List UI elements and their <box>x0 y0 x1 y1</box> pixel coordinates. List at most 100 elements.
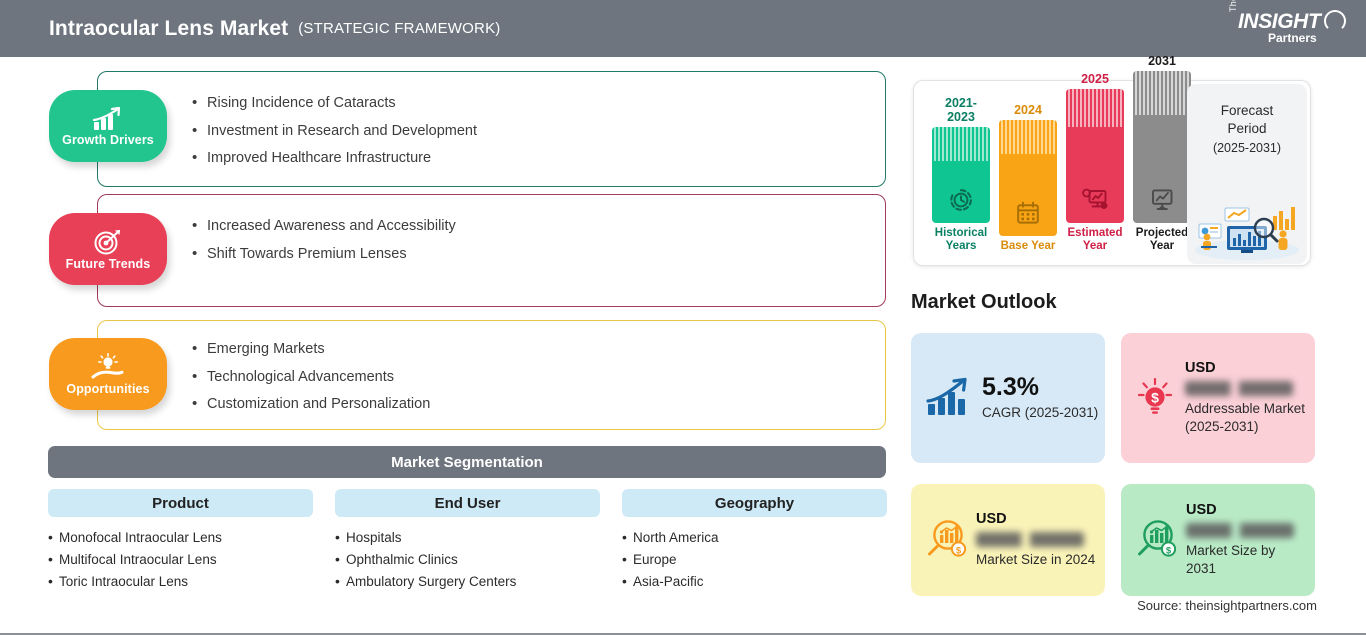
calendar-icon <box>1017 202 1039 225</box>
outlook-card-market-size-2031[interactable]: $ USD Market Size by 2031 <box>1121 484 1315 596</box>
bar-stripe-overlay <box>999 120 1057 155</box>
lightbulb-dollar-icon: $ <box>1137 377 1173 414</box>
forecast-title-line1: Forecast <box>1220 103 1274 118</box>
list-item: Hospitals <box>335 529 600 545</box>
timeline-bar-historical: 2021-2023 Historical Years <box>932 96 990 254</box>
forecast-range: (2025-2031) <box>1212 141 1282 156</box>
list-item: Investment in Research and Development <box>192 123 477 139</box>
list-item: Customization and Personalization <box>192 396 430 412</box>
bar-stripe-overlay <box>1066 88 1124 127</box>
segmentation-header-geography: Geography <box>622 489 887 517</box>
badge-opportunities[interactable]: Opportunities <box>49 338 167 410</box>
magnifier-chart-dollar-icon: $ <box>928 520 967 557</box>
card-label: Market Size by 2031 <box>1186 543 1276 576</box>
timeline-bar <box>1066 88 1124 223</box>
analytics-gear-icon <box>1082 188 1108 209</box>
forecast-period-panel: Forecast Period (2025-2031) <box>1187 84 1307 264</box>
future-trends-content: Increased Awareness and Accessibility Sh… <box>192 218 456 274</box>
segmentation-list-product: Monofocal Intraocular Lens Multifocal In… <box>48 529 313 589</box>
badge-label: Opportunities <box>66 381 150 396</box>
growth-drivers-content: Rising Incidence of Cataracts Investment… <box>192 95 477 179</box>
badge-label: Future Trends <box>65 256 151 271</box>
list-item: Multifocal Intraocular Lens <box>48 551 313 567</box>
page-title: Intraocular Lens Market <box>49 16 289 40</box>
bar-stripe-overlay <box>932 126 990 161</box>
timeline-category-label: Projected Year <box>1135 226 1189 253</box>
badge-growth-drivers[interactable]: Growth Drivers <box>49 90 167 162</box>
blurred-value <box>1186 523 1294 539</box>
list-item: Improved Healthcare Infrastructure <box>192 150 477 166</box>
timeline-year-label: 2025 <box>1081 71 1109 86</box>
list-item: Increased Awareness and Accessibility <box>192 218 456 234</box>
usd-label: USD <box>1186 502 1217 519</box>
segmentation-list-geography: North America Europe Asia-Pacific <box>622 529 887 589</box>
list-item: Ambulatory Surgery Centers <box>335 573 600 589</box>
list-item: Shift Towards Premium Lenses <box>192 246 456 262</box>
list-item: North America <box>622 529 887 545</box>
svg-text:$: $ <box>956 545 962 556</box>
list-item: Technological Advancements <box>192 369 430 385</box>
logo-partners-text: Partners <box>1268 31 1317 45</box>
timeline-bar-base: 2024 Base Year <box>999 103 1057 254</box>
list-item: Rising Incidence of Cataracts <box>192 95 477 111</box>
logo-arc-icon <box>1324 10 1346 32</box>
target-dart-icon <box>94 229 120 254</box>
list-item: Toric Intraocular Lens <box>48 573 313 589</box>
data-analysis-illustration <box>1195 207 1299 260</box>
page-header: Intraocular Lens Market (STRATEGIC FRAME… <box>0 0 1366 57</box>
opportunities-list: Emerging Markets Technological Advanceme… <box>192 341 430 412</box>
insight-partners-logo: The INSIGHT Partners <box>1228 0 1348 50</box>
logo-insight-text: INSIGHT <box>1238 10 1321 33</box>
timeline-year-label: 2021-2023 <box>945 95 977 124</box>
outlook-card-market-size-2024[interactable]: $ USD Market Size in 2024 <box>911 484 1105 596</box>
blurred-value <box>1185 381 1293 397</box>
timeline-year-label: 2024 <box>1014 103 1042 118</box>
market-segmentation-header: Market Segmentation <box>48 446 886 478</box>
card-label: Addressable Market (2025-2031) <box>1185 401 1306 434</box>
svg-text:$: $ <box>1166 545 1172 556</box>
timeline-bar <box>1133 70 1191 223</box>
opportunities-content: Emerging Markets Technological Advanceme… <box>192 341 430 425</box>
bar-chart-arrow-icon <box>92 106 121 130</box>
segmentation-list-end-user: Hospitals Ophthalmic Clinics Ambulatory … <box>335 529 600 589</box>
list-item: Asia-Pacific <box>622 573 887 589</box>
timeline-bar-projected: 2031 Projected Year <box>1133 54 1191 254</box>
blurred-value <box>976 532 1084 548</box>
cagr-value: 5.3% <box>982 372 1039 401</box>
forecast-title-line2: Period <box>1227 121 1267 137</box>
bar-stripe-overlay <box>1133 70 1191 115</box>
magnifier-chart-dollar-icon: $ <box>1138 520 1177 557</box>
timeline-category-label: Base Year <box>1000 240 1056 253</box>
segmentation-header-end-user: End User <box>335 489 600 517</box>
list-item: Emerging Markets <box>192 341 430 357</box>
usd-label: USD <box>1185 360 1216 377</box>
timeline-bar <box>932 126 990 223</box>
page-subtitle: (STRATEGIC FRAMEWORK) <box>298 20 501 37</box>
lightbulb-hand-icon <box>91 352 124 378</box>
badge-label: Growth Drivers <box>62 132 154 147</box>
study-period-timeline-chart: 2021-2023 Historical Years 2024 <box>913 54 1311 266</box>
clock-history-icon <box>950 189 972 211</box>
svg-text:$: $ <box>1151 389 1159 405</box>
list-item: Europe <box>622 551 887 567</box>
segmentation-column-geography: Geography North America Europe Asia-Paci… <box>622 489 887 596</box>
list-item: Ophthalmic Clinics <box>335 551 600 567</box>
segmentation-header-product: Product <box>48 489 313 517</box>
presentation-chart-icon <box>1152 189 1173 210</box>
market-outlook-title: Market Outlook <box>911 291 1057 313</box>
timeline-year-label: 2031 <box>1148 53 1176 68</box>
usd-label: USD <box>976 511 1007 528</box>
outlook-card-cagr[interactable]: 5.3% CAGR (2025-2031) <box>911 333 1105 463</box>
card-label: Market Size in 2024 <box>976 552 1096 568</box>
list-item: Monofocal Intraocular Lens <box>48 529 313 545</box>
outlook-card-addressable-market[interactable]: $ USD Addressable Market (2025-2031) <box>1121 333 1315 463</box>
timeline-bar-estimated: 2025 Estimated Year <box>1066 72 1124 254</box>
source-attribution: Source: theinsightpartners.com <box>1137 598 1317 613</box>
timeline-category-label: Estimated Year <box>1067 226 1123 253</box>
badge-future-trends[interactable]: Future Trends <box>49 213 167 285</box>
segmentation-column-product: Product Monofocal Intraocular Lens Multi… <box>48 489 313 596</box>
timeline-bar <box>999 120 1057 237</box>
growth-drivers-list: Rising Incidence of Cataracts Investment… <box>192 95 477 166</box>
cagr-label: CAGR (2025-2031) <box>982 405 1099 421</box>
